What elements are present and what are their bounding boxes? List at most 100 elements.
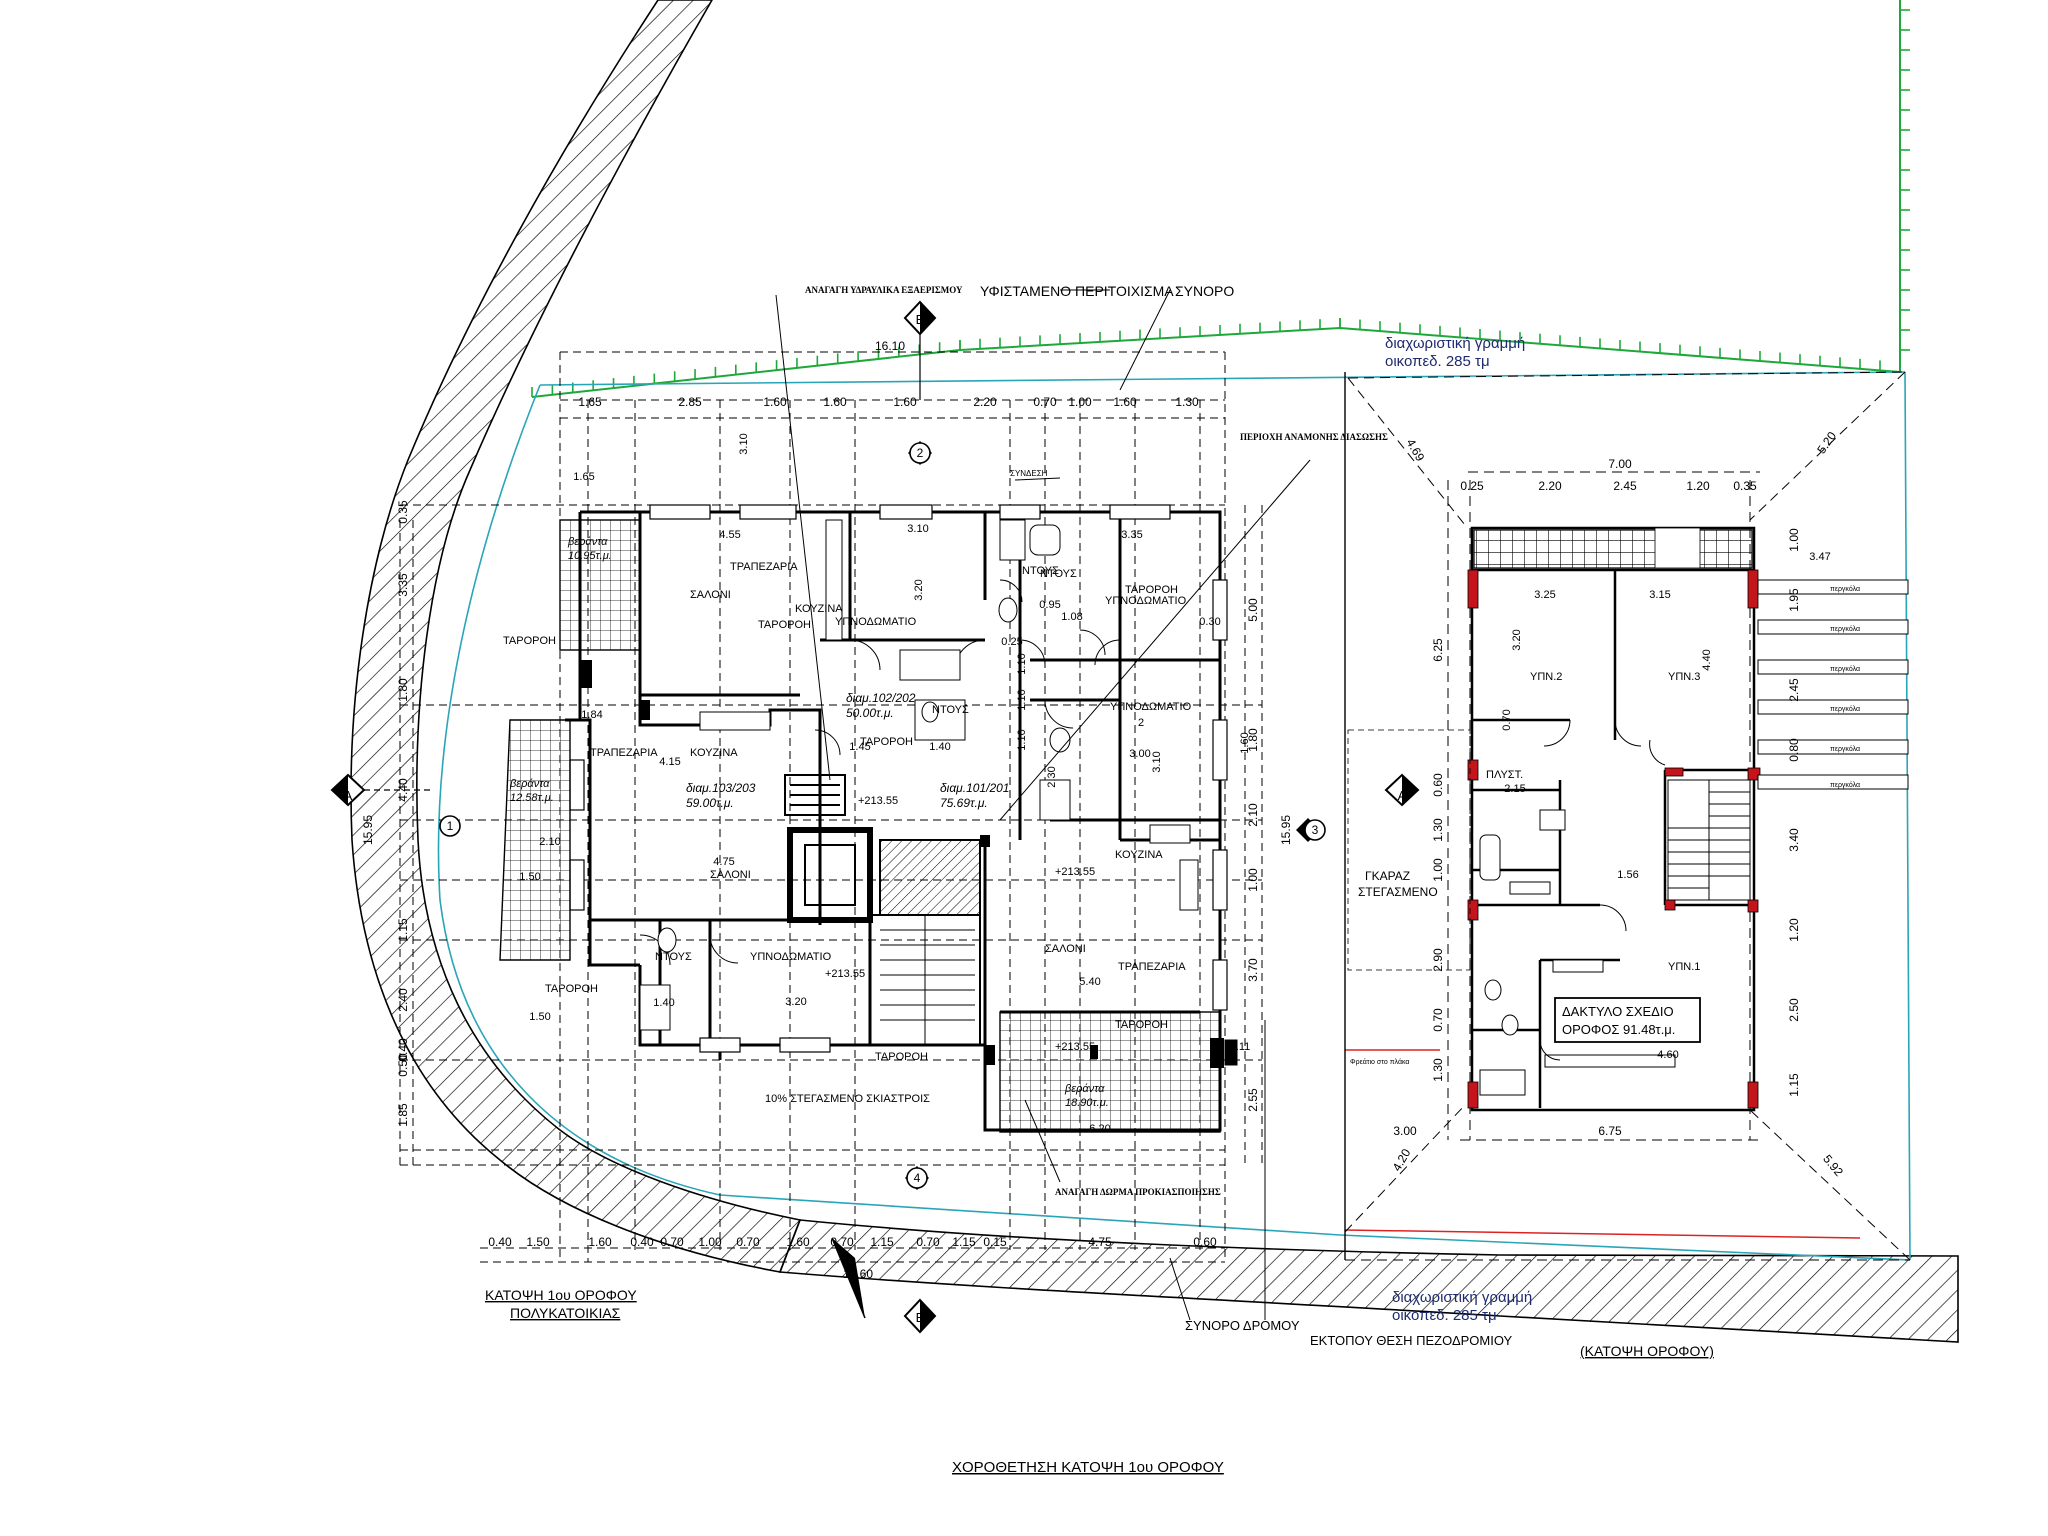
section-marker-b-bottom: [903, 1298, 937, 1334]
dim-misc: 1.08: [1061, 611, 1082, 623]
right-dim-left: 6.25: [1431, 638, 1445, 662]
axis-marker-4: [905, 1166, 929, 1190]
dim-overall-right: 15.95: [1279, 815, 1293, 845]
dim-left: 1.15: [396, 918, 410, 942]
pergola-label: περγκόλα: [1830, 705, 1860, 713]
dim-misc: 1.84: [581, 709, 602, 721]
dim-misc: 2.30: [1046, 766, 1058, 787]
right-dim-diag: 4.20: [1390, 1146, 1414, 1174]
dim-misc: 0.25: [1001, 636, 1022, 648]
garage-label: ΓΚΑΡΑΖ: [1365, 869, 1410, 883]
dim-right: 3.70: [1246, 958, 1260, 982]
dim-bottom: 0.60: [1193, 1235, 1217, 1249]
section-marker-a-right: [1384, 773, 1420, 807]
pergola-label: περγκόλα: [1830, 781, 1860, 789]
room-label: ΥΠΝΟΔΩΜΑΤΙΟ: [750, 951, 832, 963]
axis-label: 2: [917, 446, 924, 460]
dim-bottom: 0.70: [916, 1235, 940, 1249]
dim-left: 2.40: [396, 988, 410, 1012]
dim-bottom: 1.00: [698, 1235, 722, 1249]
axis-label: 3: [1312, 823, 1319, 837]
dim-top: 2.85: [678, 395, 702, 409]
section-label: B: [916, 1310, 925, 1325]
unit-name: διαμ.102/202: [846, 691, 916, 705]
dim-top: 2.20: [973, 395, 997, 409]
dim-right: 5.00: [1246, 598, 1260, 622]
right-dim-misc: 2.15: [1504, 783, 1525, 795]
dim-overall-top: 16.10: [875, 339, 905, 353]
existing-wall-ticks: [531, 9, 1910, 397]
right-dim-side: 1.95: [1787, 588, 1801, 612]
veranda-name: βεράντα: [567, 536, 608, 548]
level-mark: +213.55: [858, 795, 898, 807]
dim-bottom: 4.75: [1088, 1235, 1112, 1249]
bottom-boundary-hatch: [778, 1219, 1959, 1343]
room-label: ΤΑΡΟΡΟΗ: [545, 983, 598, 995]
axis-label: 4: [914, 1171, 921, 1185]
right-dim-misc: 4.60: [1657, 1049, 1678, 1061]
dim-misc: 4.75: [713, 856, 734, 868]
right-room-label: ΥΠΝ.2: [1530, 671, 1562, 683]
dim-bottom: 0.70: [736, 1235, 760, 1249]
right-dim-left: 0.70: [1431, 1008, 1445, 1032]
right-building: [1344, 371, 1911, 1261]
note-diax-bottom: διαχωριστική γραμμή: [1392, 1289, 1532, 1306]
right-dim-side: 2.50: [1787, 998, 1801, 1022]
room-label: ΥΠΝΟΔΩΜΑΤΙΟ: [835, 616, 917, 628]
right-dim-misc: 0.70: [1501, 709, 1513, 730]
pergola-label: περγκόλα: [1830, 625, 1860, 633]
dim-top: 1.60: [893, 395, 917, 409]
right-dim-side: 3.40: [1787, 828, 1801, 852]
dim-left: 3.35: [396, 573, 410, 597]
dim-misc: 3.20: [785, 996, 806, 1008]
right-dim-top: 0.35: [1733, 479, 1757, 493]
axis-marker-1: [439, 815, 461, 837]
room-label: ΝΤΟΥΣ: [1022, 565, 1059, 577]
right-dim-top: 1.20: [1686, 479, 1710, 493]
dim-top: 0.70: [1033, 395, 1057, 409]
room-label: ΚΟΥΖΙΝΑ: [1115, 849, 1163, 861]
dim-misc: 3.11: [1230, 1041, 1251, 1053]
right-dim-misc: 3.25: [1534, 589, 1555, 601]
dim-top: 1.00: [1068, 395, 1092, 409]
dim-misc: 1.40: [653, 997, 674, 1009]
note-oikop-top: οικοπεδ. 285 τμ: [1385, 353, 1490, 370]
room-label: ΤΑΡΟΡΟΗ: [860, 736, 913, 748]
room-label: ΥΠΝΟΔΩΜΑΤΙΟ: [1105, 595, 1187, 607]
dim-misc: 1.10: [1016, 653, 1028, 674]
right-dim-diag: 5.92: [1820, 1152, 1846, 1179]
right-dim-misc: 3.20: [1511, 629, 1523, 650]
right-dim-misc: 1.56: [1617, 869, 1638, 881]
dim-misc: 1.50: [519, 871, 540, 883]
dim-misc: 3.35: [1121, 529, 1142, 541]
level-mark: +213.55: [825, 968, 865, 980]
right-dim-left: 0.60: [1431, 773, 1445, 797]
dim-misc: 3.10: [1151, 751, 1163, 772]
dim-overall-bottom: 17.60: [843, 1267, 873, 1281]
dim-right: 1.00: [1246, 868, 1260, 892]
room-label: ΤΑΡΟΡΟΗ: [875, 1051, 928, 1063]
section-label: A: [1398, 788, 1407, 803]
room-label: ΣΑΛΟΝΙ: [710, 869, 751, 881]
right-dim-left: 1.30: [1431, 818, 1445, 842]
dim-top: 1.60: [1113, 395, 1137, 409]
right-dim-side: 0.80: [1787, 738, 1801, 762]
veranda-area: 18.90τ.μ.: [1065, 1097, 1109, 1109]
dim-left: 1.85: [396, 1103, 410, 1127]
dim-top: 1.65: [578, 395, 602, 409]
veranda-name: βεράντα: [509, 778, 550, 790]
dim-bottom: 1.60: [786, 1235, 810, 1249]
right-dim-left: 2.90: [1431, 948, 1445, 972]
room-label: ΤΑΡΟΡΟΗ: [503, 635, 556, 647]
dim-misc: 1.10: [1016, 729, 1028, 750]
level-mark: +213.55: [1055, 866, 1095, 878]
room-label: ΥΠΝΟΔΩΜΑΤΙΟ: [1110, 701, 1192, 713]
dim-bottom: 1.60: [588, 1235, 612, 1249]
note-perioxi: ΠΕΡΙΟΧΗ ΑΝΑΜΟΝΗΣ ΔΙΑΣΩΣΗΣ: [1240, 432, 1388, 442]
right-room-label: ΠΛΥΣΤ.: [1486, 769, 1523, 781]
unit-area: 75.69τ.μ.: [940, 796, 988, 810]
dim-bottom: 1.15: [870, 1235, 894, 1249]
right-dim-side: 2.45: [1787, 678, 1801, 702]
room-label: ΤΡΑΠΕΖΑΡΙΑ: [730, 561, 798, 573]
